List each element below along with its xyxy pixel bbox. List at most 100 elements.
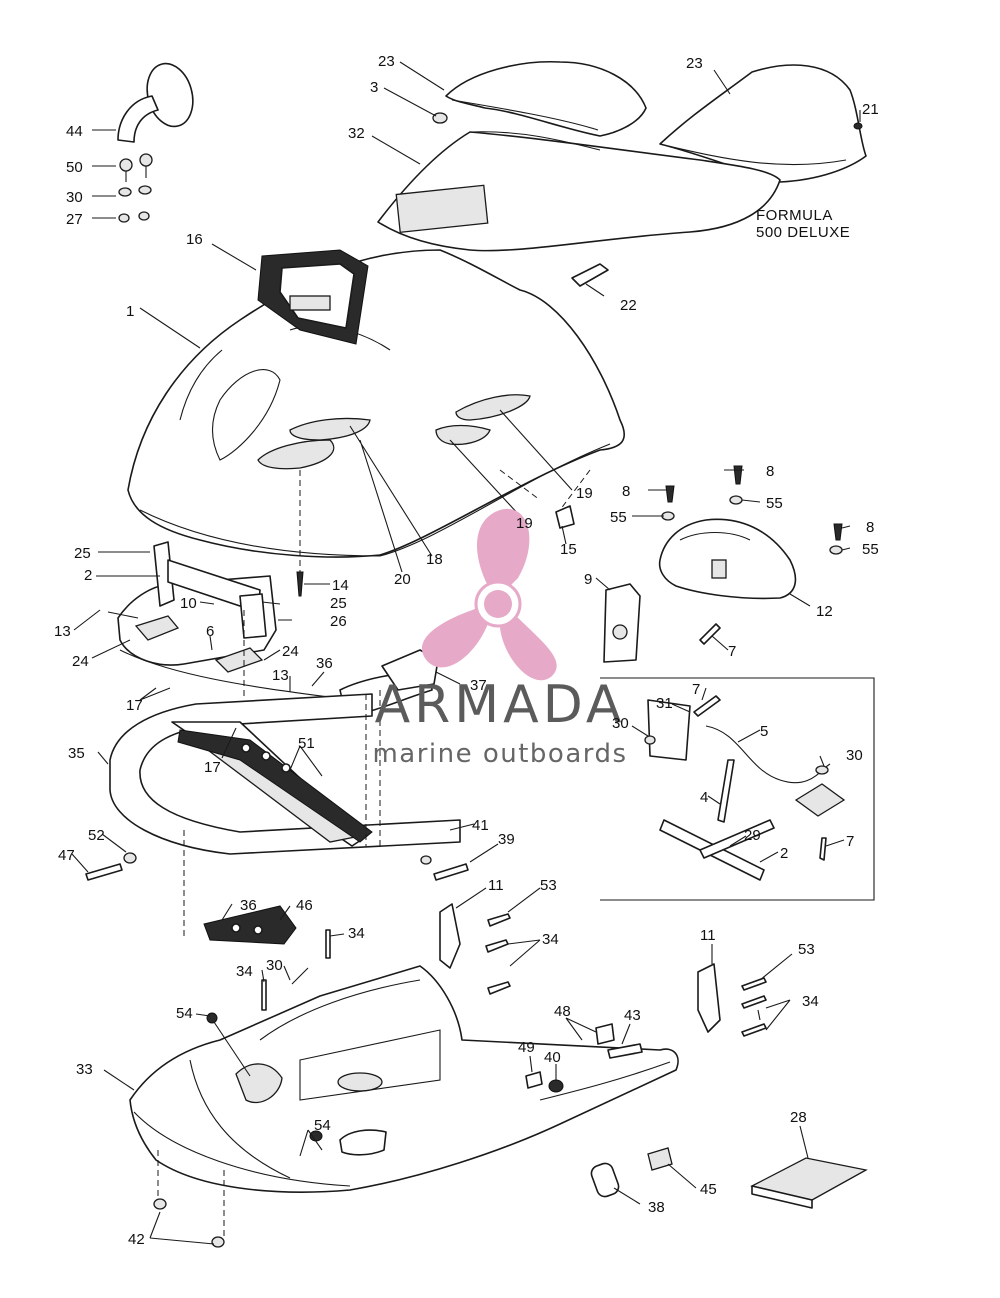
callout-10: 10 xyxy=(180,595,197,612)
bolts-39-47-52 xyxy=(85,852,469,881)
callout-34: 34 xyxy=(236,963,253,980)
callout-1: 1 xyxy=(126,303,134,320)
callout-25: 25 xyxy=(74,545,91,562)
callout-46: 46 xyxy=(296,897,313,914)
callout-55: 55 xyxy=(766,495,783,512)
callout-35: 35 xyxy=(68,745,85,762)
ski-bracket-51 xyxy=(177,729,373,843)
callout-38: 38 xyxy=(648,1199,665,1216)
callout-47: 47 xyxy=(58,847,75,864)
model-note-line2: 500 DELUXE xyxy=(756,224,850,241)
grab-handles-11 xyxy=(439,903,721,1033)
callout-13: 13 xyxy=(272,667,289,684)
callout-24: 24 xyxy=(72,653,89,670)
callout-55: 55 xyxy=(862,541,879,558)
windshield-left xyxy=(445,60,647,137)
callout-36: 36 xyxy=(316,655,333,672)
callout-17: 17 xyxy=(204,759,221,776)
callout-3: 3 xyxy=(370,79,378,96)
callout-33: 33 xyxy=(76,1061,93,1078)
callout-2: 2 xyxy=(780,845,788,862)
callout-43: 43 xyxy=(624,1007,641,1024)
callout-4: 4 xyxy=(700,789,708,806)
callout-17: 17 xyxy=(126,697,143,714)
callout-13: 13 xyxy=(54,623,71,640)
rivets-34-53 xyxy=(261,913,767,1037)
callout-labels: 44 50 30 27 23 3 32 23 21 FORMULA 500 DE… xyxy=(54,53,879,1248)
hood-clip-15 xyxy=(555,505,575,529)
callout-9: 9 xyxy=(584,571,592,588)
callout-53: 53 xyxy=(540,877,557,894)
callout-22: 22 xyxy=(620,297,637,314)
callout-48: 48 xyxy=(554,1003,571,1020)
bracket-9 xyxy=(603,583,641,663)
callout-54: 54 xyxy=(176,1005,193,1022)
belly-pan xyxy=(129,965,679,1193)
callout-34: 34 xyxy=(802,993,819,1010)
callout-34: 34 xyxy=(542,931,559,948)
callout-30: 30 xyxy=(66,189,83,206)
screw-14 xyxy=(296,470,304,597)
callout-28: 28 xyxy=(790,1109,807,1126)
callout-18: 18 xyxy=(426,551,443,568)
top-cover xyxy=(377,131,781,252)
callout-25: 25 xyxy=(330,595,347,612)
callout-36: 36 xyxy=(240,897,257,914)
console-12 xyxy=(658,518,797,600)
mirror-assembly xyxy=(117,62,194,223)
callout-23: 23 xyxy=(686,55,703,72)
callout-31: 31 xyxy=(656,695,673,712)
callout-23: 23 xyxy=(378,53,395,70)
callout-15: 15 xyxy=(560,541,577,558)
callout-8: 8 xyxy=(766,463,774,480)
armada-tagline: marine outboards xyxy=(372,739,627,769)
armada-logo: ARMADA marine outboards xyxy=(372,508,627,769)
callout-12: 12 xyxy=(816,603,833,620)
latch-22 xyxy=(571,263,609,287)
callout-40: 40 xyxy=(544,1049,561,1066)
callout-8: 8 xyxy=(622,483,630,500)
callout-27: 27 xyxy=(66,211,83,228)
callout-21: 21 xyxy=(862,101,879,118)
callout-11: 11 xyxy=(488,877,504,894)
callout-2: 2 xyxy=(84,567,92,584)
callout-8: 8 xyxy=(866,519,874,536)
callout-7: 7 xyxy=(846,833,854,850)
callout-leaders xyxy=(71,61,861,1245)
manual-28 xyxy=(750,1157,868,1209)
model-note-line1: FORMULA xyxy=(756,207,833,224)
callout-11: 11 xyxy=(700,927,716,944)
callout-44: 44 xyxy=(66,123,83,140)
callout-7: 7 xyxy=(728,643,736,660)
screw-21 xyxy=(853,122,863,130)
callout-16: 16 xyxy=(186,231,203,248)
callout-51: 51 xyxy=(298,735,315,752)
parts-38-45-40-49-48-43 xyxy=(153,1012,673,1248)
hood xyxy=(127,249,625,558)
callout-55: 55 xyxy=(610,509,627,526)
fasteners-8-55 xyxy=(661,465,843,555)
cable-inset xyxy=(600,677,875,901)
callout-30: 30 xyxy=(266,957,283,974)
callout-50: 50 xyxy=(66,159,83,176)
small-clip xyxy=(432,112,448,124)
callout-45: 45 xyxy=(700,1181,717,1198)
callout-41: 41 xyxy=(472,817,489,834)
callout-52: 52 xyxy=(88,827,105,844)
callout-29: 29 xyxy=(744,827,761,844)
gauge-housing xyxy=(257,249,369,345)
armada-brand: ARMADA xyxy=(375,675,626,735)
callout-19: 19 xyxy=(576,485,593,502)
callout-30: 30 xyxy=(612,715,629,732)
callout-37: 37 xyxy=(470,677,487,694)
callout-32: 32 xyxy=(348,125,365,142)
callout-7: 7 xyxy=(692,681,700,698)
callout-5: 5 xyxy=(760,723,768,740)
callout-53: 53 xyxy=(798,941,815,958)
callout-6: 6 xyxy=(206,623,214,640)
callout-39: 39 xyxy=(498,831,515,848)
callout-34: 34 xyxy=(348,925,365,942)
callout-30: 30 xyxy=(846,747,863,764)
